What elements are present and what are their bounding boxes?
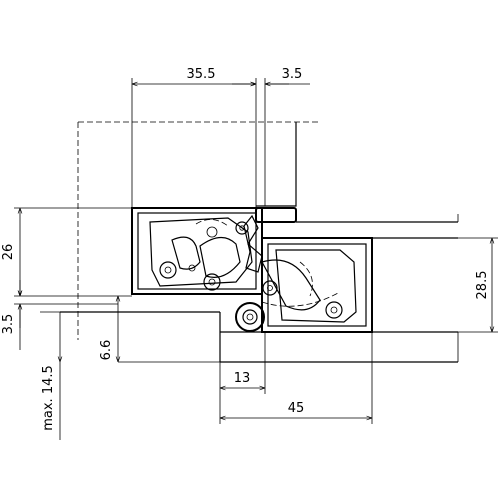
dim-35-5: 35.5 — [187, 67, 216, 82]
dimension-labels: 35.5 3.5 26 28.5 3.5 6.6 max. 14.5 13 45 — [1, 67, 490, 431]
dim-45: 45 — [288, 401, 305, 416]
frame-outline — [60, 121, 459, 363]
dim-max-14-5: max. 14.5 — [41, 365, 56, 431]
dim-28-5: 28.5 — [475, 271, 490, 300]
hinge-right-body — [261, 237, 373, 333]
dim-13: 13 — [234, 371, 251, 386]
dim-6-6: 6.6 — [99, 340, 114, 361]
pivot-detail — [235, 207, 297, 332]
dim-3-5-top: 3.5 — [282, 67, 303, 82]
hinge-left-body — [131, 207, 263, 295]
dim-3-5-left: 3.5 — [1, 314, 16, 335]
dim-26: 26 — [1, 244, 16, 261]
extension-lines — [14, 78, 498, 424]
dimension-lines — [20, 84, 492, 440]
